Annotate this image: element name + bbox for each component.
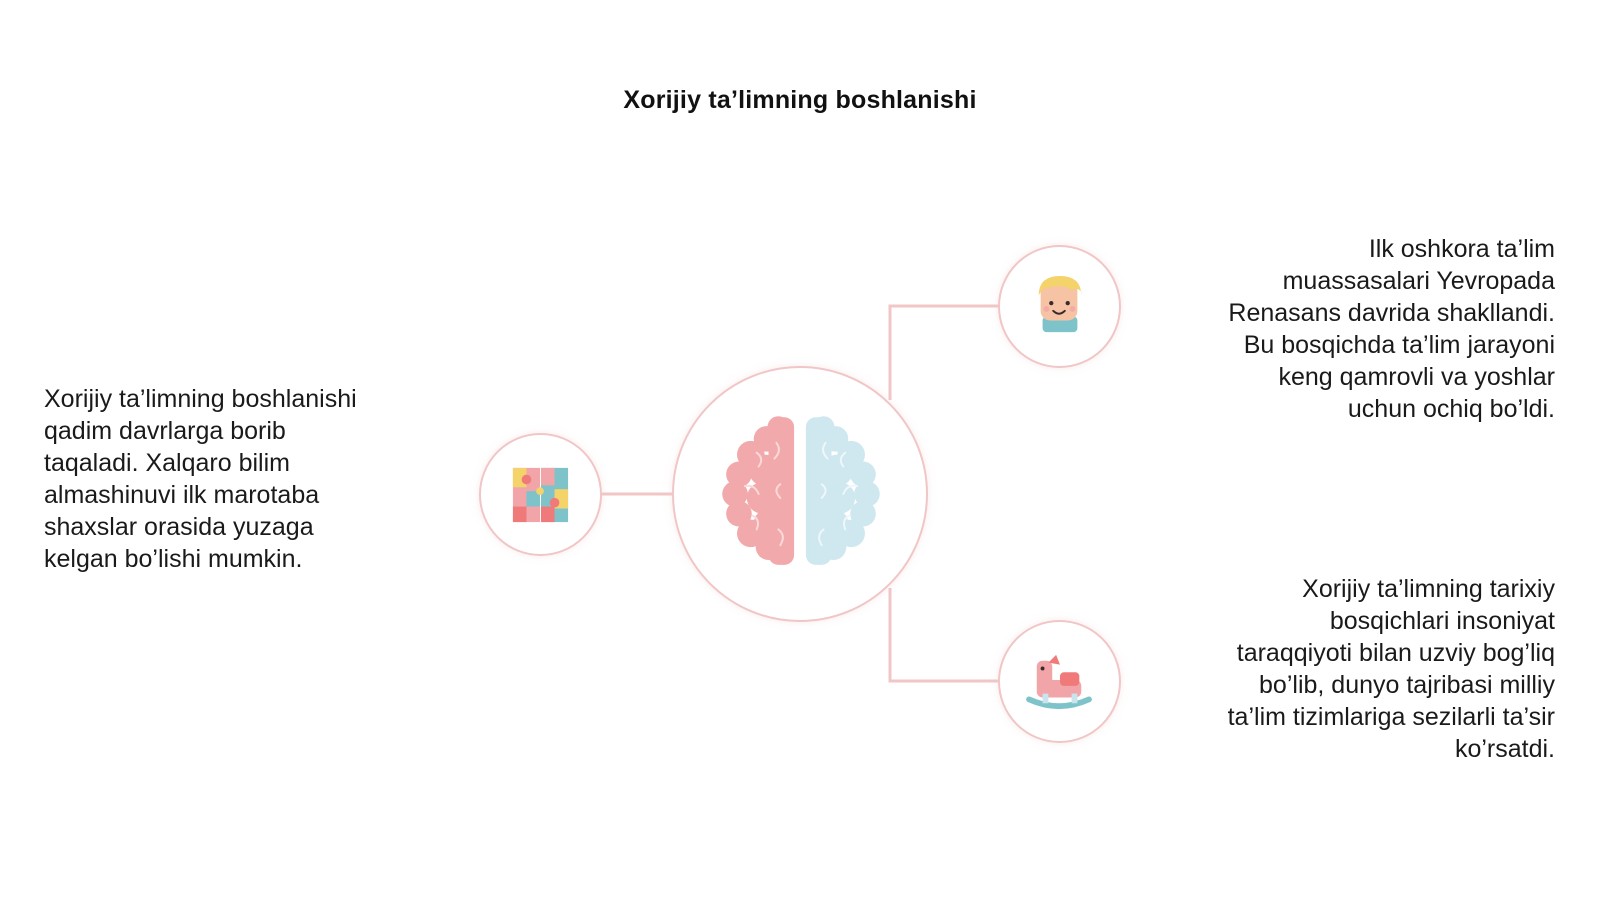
- top-right-node: [998, 245, 1121, 368]
- connector-bottom: [888, 588, 998, 683]
- brain-icon: [722, 416, 880, 565]
- top-right-description: Ilk oshkora ta’lim muassasalari Yevropad…: [1228, 235, 1555, 423]
- left-description: Xorijiy ta’limning boshlanishi qadim dav…: [44, 385, 357, 573]
- blocks-icon: [512, 467, 569, 523]
- child-face-icon: [1038, 276, 1082, 333]
- center-node: [672, 366, 928, 622]
- rocking-horse-icon: [1026, 654, 1092, 710]
- bottom-right-description: Xorijiy ta’limning tarixiy bosqichlari i…: [1227, 575, 1555, 763]
- bottom-right-node: [998, 620, 1121, 743]
- slide-title: Xorijiy ta’limning boshlanishi: [623, 86, 977, 114]
- connector-top: [888, 304, 998, 400]
- left-node: [479, 433, 602, 556]
